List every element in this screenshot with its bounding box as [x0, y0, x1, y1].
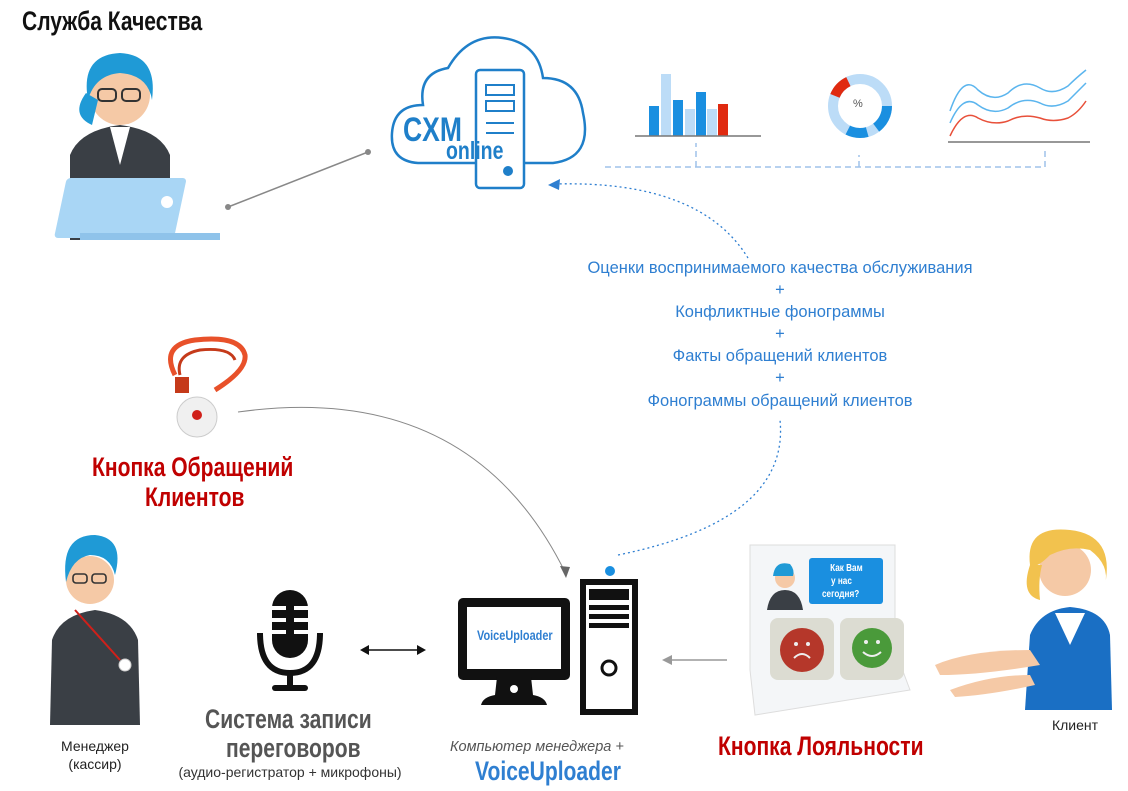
loyalty-bubble-line1: Как Вам	[830, 562, 863, 574]
recording-sub: (аудио-регистратор + микрофоны)	[178, 764, 402, 780]
client-label: Клиент	[1051, 717, 1099, 733]
quality-specialist-illustration	[54, 53, 220, 240]
recording-label-line1: Система записи	[205, 704, 372, 734]
flow-plus: +	[775, 325, 785, 343]
computer-icon	[458, 566, 638, 715]
flow-plus: +	[775, 369, 785, 387]
flow-text-ratings: Оценки воспринимаемого качества обслужив…	[587, 259, 973, 277]
cxm-cloud-icon	[390, 36, 587, 190]
loyalty-bubble-line3: сегодня?	[822, 588, 860, 600]
donut-label: %	[853, 98, 863, 110]
flow-plus: +	[775, 281, 785, 299]
flow-text-facts: Факты обращений клиентов	[672, 347, 888, 365]
computer-product-label: VoiceUploader	[475, 756, 621, 786]
manager-illustration	[50, 535, 140, 725]
recording-label-line2: переговоров	[226, 733, 361, 763]
bar-chart-icon	[635, 74, 761, 137]
cloud-brand: CXM	[403, 111, 462, 149]
loyalty-label: Кнопка Лояльности	[718, 731, 924, 761]
computer-screen-label: VoiceUploader	[477, 627, 553, 643]
flow-text-recordings: Фонограммы обращений клиентов	[647, 392, 913, 410]
manager-label-line2: (кассир)	[68, 756, 122, 772]
loyalty-button-stand	[749, 544, 911, 716]
call-button-icon	[168, 336, 248, 438]
call-button-label-line1: Кнопка Обращений	[92, 452, 294, 482]
line-chart-icon	[948, 69, 1090, 143]
flow-text-conflict: Конфликтные фонограммы	[675, 303, 885, 321]
client-illustration	[935, 529, 1112, 710]
cloud-sub: online	[446, 137, 504, 165]
microphone-icon	[257, 590, 323, 691]
computer-caption: Компьютер менеджера +	[450, 739, 624, 755]
manager-label-line1: Менеджер	[61, 738, 129, 754]
page-title: Служба Качества	[22, 6, 203, 36]
call-button-label-line2: Клиентов	[145, 482, 245, 512]
donut-chart-icon	[828, 74, 892, 138]
loyalty-bubble-line2: у нас	[831, 575, 852, 587]
